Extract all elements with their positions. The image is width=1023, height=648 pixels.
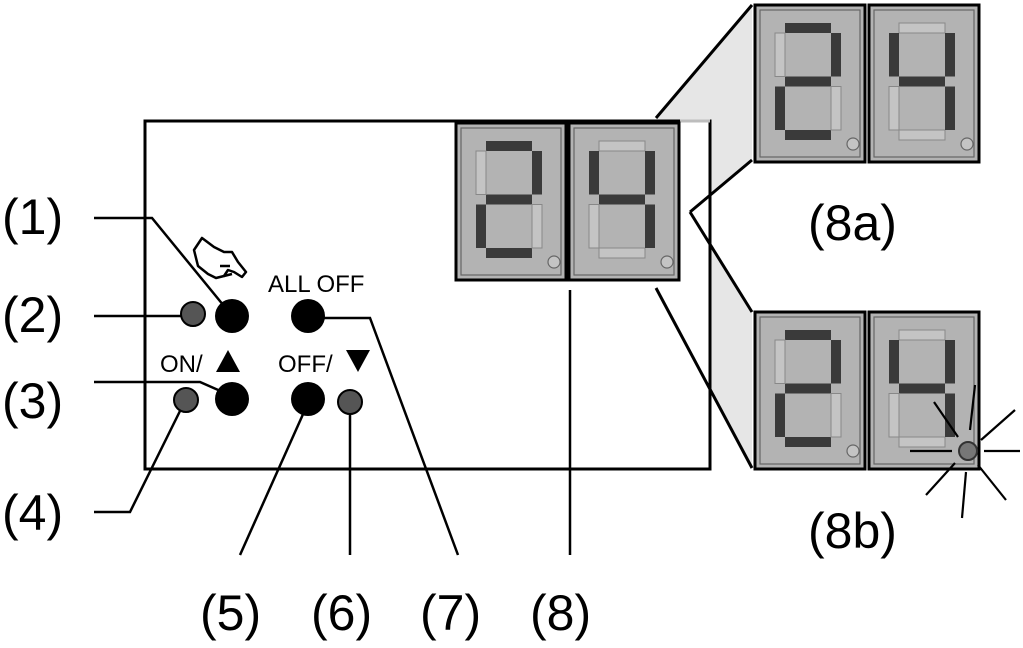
manual-button[interactable]: [215, 299, 249, 333]
segment-a: [785, 330, 831, 340]
segment-g: [486, 194, 532, 205]
detail-8b-digit-2: [867, 310, 981, 471]
decimal-point: [547, 255, 561, 269]
callout-6: (6): [311, 585, 372, 641]
detail-8a-digit-1: [753, 3, 867, 164]
segment-f: [889, 33, 899, 77]
main-digit-2: [567, 121, 681, 282]
segment-d: [898, 129, 946, 141]
segment-d: [486, 248, 532, 258]
decimal-point: [846, 444, 860, 458]
callout-2: (2): [2, 287, 63, 343]
segment-b: [645, 151, 655, 195]
main-digit-1: [454, 121, 568, 282]
segment-b: [831, 33, 841, 77]
segment-a: [785, 23, 831, 33]
segment-e: [888, 393, 900, 438]
off-down-button[interactable]: [291, 382, 325, 416]
segment-f: [889, 340, 899, 384]
callout-1: (1): [2, 189, 63, 245]
blinking-dot-icon: [910, 384, 1020, 519]
callout-8a: (8a): [808, 195, 897, 251]
segment-f: [475, 150, 487, 195]
callout-8b: (8b): [808, 503, 897, 559]
segment-c: [830, 86, 842, 131]
segment-c: [945, 393, 955, 437]
decimal-point: [660, 255, 674, 269]
segment-c: [945, 86, 955, 130]
detail-display-8a: [753, 3, 981, 164]
callout-5: (5): [200, 585, 261, 641]
segment-g: [785, 383, 831, 394]
segment-a: [598, 140, 646, 152]
segment-g: [899, 76, 945, 87]
segment-d: [898, 436, 946, 448]
segment-e: [775, 393, 785, 437]
segment-d: [785, 437, 831, 447]
segment-f: [774, 32, 786, 77]
led-4: [173, 387, 199, 413]
zoom-lines: [654, 4, 754, 469]
callout-7: (7): [420, 585, 481, 641]
led-6: [337, 389, 363, 415]
segment-f: [774, 339, 786, 384]
leader-lines: [94, 216, 572, 556]
triangle-up-icon: [216, 350, 240, 372]
off-label: OFF/: [278, 351, 333, 378]
segment-g: [899, 383, 945, 394]
segment-a: [898, 329, 946, 341]
on-up-button[interactable]: [215, 382, 249, 416]
segment-g: [785, 76, 831, 87]
main-display: [454, 121, 681, 282]
segment-c: [830, 393, 842, 438]
detail-8b-digit-1: [753, 310, 867, 471]
triangle-down-icon: [346, 350, 370, 372]
callout-8: (8): [530, 585, 591, 641]
segment-e: [888, 86, 900, 131]
segment-e: [588, 204, 600, 249]
pointing-hand-icon: [192, 236, 248, 280]
segment-b: [945, 340, 955, 384]
segment-a: [486, 141, 532, 151]
all-off-label: ALL OFF: [268, 271, 364, 298]
led-2: [180, 301, 206, 327]
segment-b: [831, 340, 841, 384]
segment-b: [945, 33, 955, 77]
segment-a: [898, 22, 946, 34]
decimal-point: [960, 137, 974, 151]
segment-f: [589, 151, 599, 195]
segment-e: [476, 204, 486, 248]
segment-c: [531, 204, 543, 249]
segment-g: [599, 194, 645, 205]
segment-d: [598, 247, 646, 259]
callout-3: (3): [2, 373, 63, 429]
on-label: ON/: [160, 351, 203, 378]
segment-e: [775, 86, 785, 130]
all-off-button[interactable]: [291, 299, 325, 333]
segment-b: [532, 151, 542, 195]
segment-d: [785, 130, 831, 140]
segment-c: [645, 204, 655, 248]
decimal-point: [846, 137, 860, 151]
callout-4: (4): [2, 485, 63, 541]
detail-8a-digit-2: [867, 3, 981, 164]
detail-display-8b: [753, 310, 981, 471]
